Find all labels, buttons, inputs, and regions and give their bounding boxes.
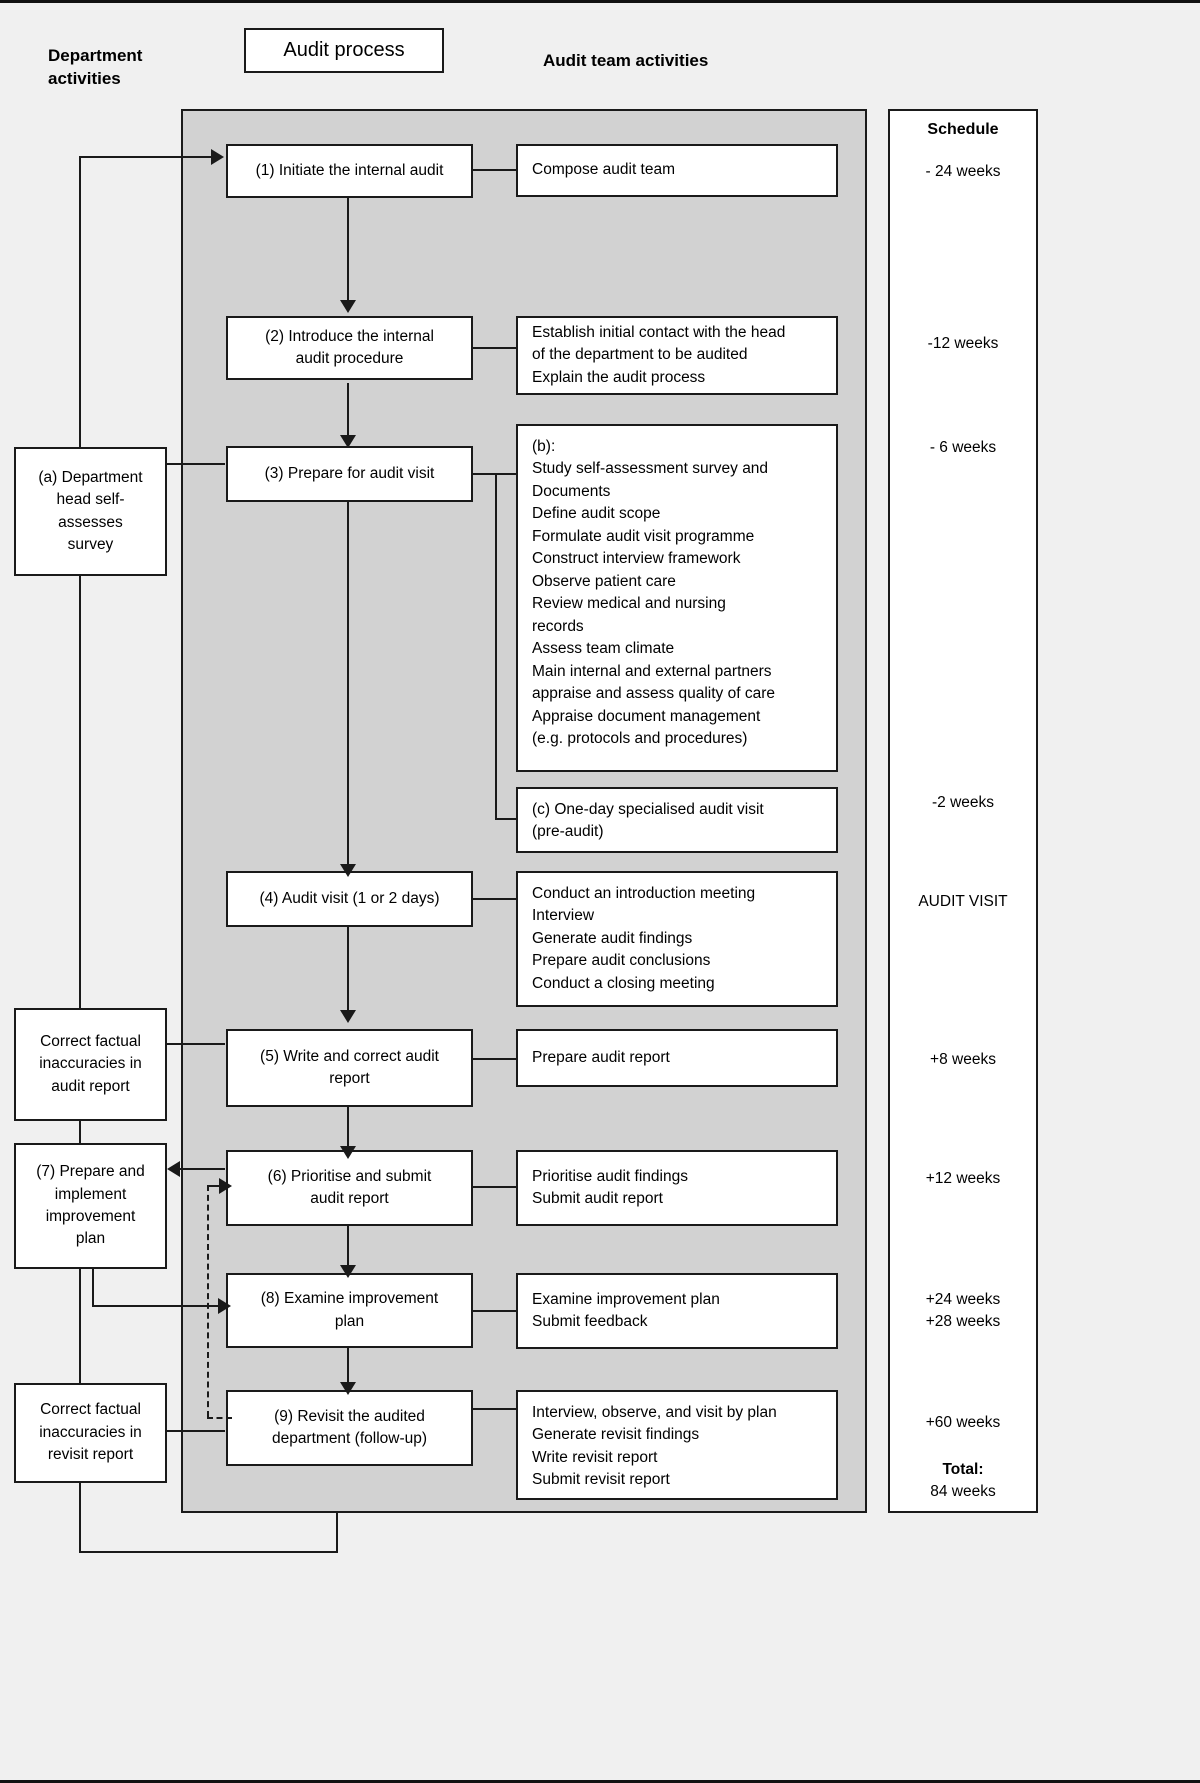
arrowhead-8-to-9 [340, 1382, 356, 1395]
activity-5-box[interactable]: Prepare audit report [516, 1029, 838, 1087]
dept-a-box[interactable]: (a) Department head self- assesses surve… [14, 447, 167, 576]
schedule-item-8: +24 weeks +28 weeks [925, 1291, 1001, 1330]
step-3-box[interactable]: (3) Prepare for audit visit [226, 446, 473, 502]
activity-pre-audit-box[interactable]: (c) One-day specialised audit visit (pre… [516, 787, 838, 853]
step-4-box[interactable]: (4) Audit visit (1 or 2 days) [226, 871, 473, 927]
dashed-feedback-bottom [207, 1417, 232, 1419]
activity-6-box[interactable]: Prioritise audit findings Submit audit r… [516, 1150, 838, 1226]
activity-8-text: Examine improvement plan Submit feedback [532, 1290, 720, 1330]
step-5-box[interactable]: (5) Write and correct audit report [226, 1029, 473, 1107]
connector-3-to-activity [472, 473, 517, 475]
step-1-box[interactable]: (1) Initiate the internal audit [226, 144, 473, 198]
dashed-feedback-vertical [207, 1185, 209, 1417]
schedule-column: Schedule - 24 weeks -12 weeks - 6 weeks … [888, 109, 1038, 1513]
schedule-item-1: - 24 weeks [925, 163, 1001, 180]
dept-correct-revisit-box[interactable]: Correct factual inaccuracies in revisit … [14, 1383, 167, 1483]
department-rail-vertical [79, 156, 81, 1553]
connector-5-to-activity [472, 1058, 517, 1060]
arrowhead-5-to-6 [340, 1146, 356, 1159]
dept-7-box[interactable]: (7) Prepare and implement improvement pl… [14, 1143, 167, 1269]
connector-6-to-7 [180, 1168, 225, 1170]
step-4-label: (4) Audit visit (1 or 2 days) [259, 889, 440, 907]
schedule-item-9: +60 weeks [925, 1414, 1001, 1431]
schedule-item-4: -2 weeks [931, 794, 995, 811]
activity-1-box[interactable]: Compose audit team [516, 144, 838, 197]
activity-1-text: Compose audit team [532, 161, 676, 179]
arrowhead-6-to-7 [167, 1161, 180, 1177]
department-rail-to-step1 [79, 156, 220, 158]
connector-6-to-8 [347, 1226, 349, 1269]
dept-correct-audit-box[interactable]: Correct factual inaccuracies in audit re… [14, 1008, 167, 1121]
department-rail-bottom-riser [336, 1513, 338, 1553]
connector-7-down [92, 1267, 94, 1307]
activity-9-text: Interview, observe, and visit by plan Ge… [532, 1404, 777, 1489]
step-2-box[interactable]: (2) Introduce the internal audit procedu… [226, 316, 473, 380]
arrowhead-2-to-3 [340, 435, 356, 448]
activity-2-text: Establish initial contact with the head … [532, 323, 786, 386]
activity-4-text: Conduct an introduction meeting Intervie… [532, 885, 756, 992]
connector-correct-audit-to-5 [167, 1043, 225, 1045]
audit-process-title-chip: Audit process [244, 28, 444, 73]
connector-2-to-3 [347, 383, 349, 439]
schedule-item-3: - 6 weeks [929, 439, 997, 456]
connector-6-to-activity [472, 1186, 517, 1188]
activity-3-text: (b): Study self-assessment survey and Do… [532, 438, 775, 748]
connector-3-to-4 [347, 502, 349, 868]
schedule-item-5: AUDIT VISIT [918, 893, 1008, 910]
schedule-item-6: +8 weeks [930, 1051, 996, 1068]
activity-pre-audit-text: (c) One-day specialised audit visit (pre… [532, 801, 764, 841]
arrowhead-1-to-2 [340, 300, 356, 313]
schedule-item-2: -12 weeks [927, 335, 999, 352]
department-rail-bottom [79, 1551, 337, 1553]
connector-7-to-8 [92, 1305, 220, 1307]
activity-4-box[interactable]: Conduct an introduction meeting Intervie… [516, 871, 838, 1007]
connector-4-to-5 [347, 927, 349, 1013]
department-activities-heading: Department activities [48, 46, 143, 88]
connector-3-to-preaudit [495, 818, 517, 820]
schedule-total-label: Total: [942, 1461, 984, 1478]
dept-correct-audit-text: Correct factual inaccuracies in audit re… [39, 1032, 142, 1095]
step-8-label: (8) Examine improvement plan [260, 1290, 439, 1330]
step-9-label: (9) Revisit the audited department (foll… [271, 1407, 428, 1447]
step-3-label: (3) Prepare for audit visit [264, 464, 435, 482]
arrowhead-6-to-8 [340, 1265, 356, 1278]
step-9-box[interactable]: (9) Revisit the audited department (foll… [226, 1390, 473, 1466]
activity-6-text: Prioritise audit findings Submit audit r… [532, 1167, 688, 1207]
dept-a-text: (a) Department head self- assesses surve… [38, 468, 143, 553]
step-5-label: (5) Write and correct audit report [260, 1047, 439, 1087]
connector-9-to-activity [472, 1408, 517, 1410]
dept-7-text: (7) Prepare and implement improvement pl… [36, 1163, 145, 1248]
connector-8-to-activity [472, 1310, 517, 1312]
schedule-item-7: +12 weeks [925, 1170, 1001, 1187]
connector-2-to-activity [472, 347, 517, 349]
step-1-label: (1) Initiate the internal audit [255, 161, 444, 179]
activity-2-box[interactable]: Establish initial contact with the head … [516, 316, 838, 395]
arrowhead-rail-to-step1 [211, 149, 224, 165]
arrowhead-feedback-to-6 [219, 1178, 232, 1194]
step-2-label: (2) Introduce the internal audit procedu… [265, 327, 434, 367]
activity-3-box[interactable]: (b): Study self-assessment survey and Do… [516, 424, 838, 772]
connector-4-to-activity [472, 898, 517, 900]
step-8-box[interactable]: (8) Examine improvement plan [226, 1273, 473, 1348]
dashed-feedback-top [207, 1185, 225, 1187]
connector-5-to-6 [347, 1107, 349, 1150]
dept-correct-revisit-text: Correct factual inaccuracies in revisit … [39, 1401, 142, 1464]
schedule-total-value: 84 weeks [930, 1483, 996, 1500]
step-6-box[interactable]: (6) Prioritise and submit audit report [226, 1150, 473, 1226]
audit-team-activities-heading: Audit team activities [543, 51, 709, 70]
arrowhead-7-to-8 [218, 1298, 231, 1314]
arrowhead-4-to-5 [340, 1010, 356, 1023]
connector-correct-revisit-to-9 [167, 1430, 225, 1432]
arrowhead-3-to-4 [340, 864, 356, 877]
activity-5-text: Prepare audit report [532, 1048, 670, 1066]
connector-8-to-9 [347, 1348, 349, 1386]
schedule-header: Schedule [927, 121, 999, 138]
connector-1-to-activity [472, 169, 517, 171]
activity-9-box[interactable]: Interview, observe, and visit by plan Ge… [516, 1390, 838, 1500]
step-6-label: (6) Prioritise and submit audit report [267, 1167, 432, 1207]
connector-dept-a-to-3 [167, 463, 225, 465]
connector-1-to-2 [347, 198, 349, 303]
activity-8-box[interactable]: Examine improvement plan Submit feedback [516, 1273, 838, 1349]
connector-3-branch-vertical [495, 473, 497, 820]
